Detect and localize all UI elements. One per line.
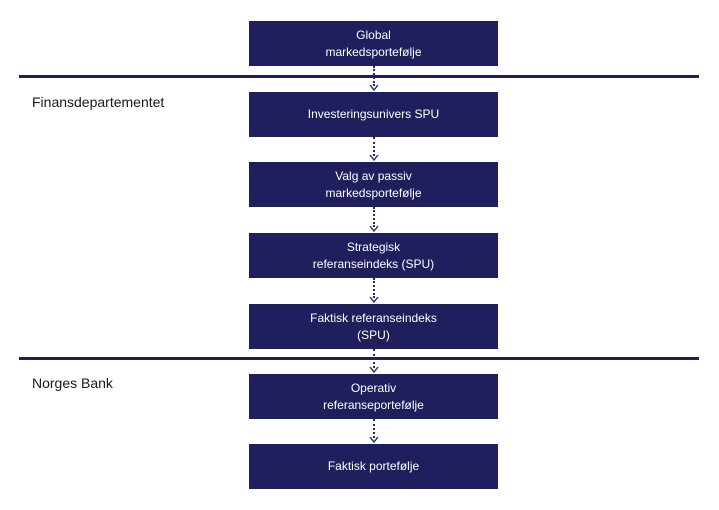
- arrowhead-6: [369, 437, 379, 443]
- box-line: markedsportefølje: [325, 44, 422, 59]
- box-line: Valg av passiv: [335, 168, 412, 183]
- connector-5: [373, 349, 375, 368]
- arrowhead-2: [369, 155, 379, 161]
- section-label-norges-bank: Norges Bank: [32, 375, 113, 391]
- box-valg-av-passiv: Valg av passiv markedsportefølje: [249, 162, 498, 207]
- connector-4: [373, 278, 375, 298]
- connector-3: [373, 207, 375, 227]
- box-line: markedsportefølje: [325, 185, 422, 200]
- box-line: referanseportefølje: [323, 397, 424, 412]
- connector-2: [373, 137, 375, 156]
- connector-6: [373, 419, 375, 438]
- divider-top: [19, 75, 699, 78]
- box-global-markedsportefolje: Global markedsportefølje: [249, 21, 498, 66]
- section-label-finansdepartementet: Finansdepartementet: [32, 94, 165, 110]
- box-line: Global: [356, 27, 391, 42]
- arrowhead-4: [369, 297, 379, 303]
- connector-1: [373, 66, 375, 86]
- box-line: Faktisk referanseindeks: [310, 310, 437, 325]
- arrowhead-5: [369, 367, 379, 373]
- box-line: (SPU): [357, 327, 390, 342]
- arrowhead-1: [369, 85, 379, 91]
- box-faktisk-referanseindeks: Faktisk referanseindeks (SPU): [249, 304, 498, 349]
- box-line: referanseindeks (SPU): [312, 256, 435, 271]
- box-line: Investeringsunivers SPU: [307, 107, 440, 121]
- box-faktisk-portefolje: Faktisk portefølje: [249, 444, 498, 489]
- box-investeringsunivers-spu: Investeringsunivers SPU: [249, 92, 498, 137]
- box-strategisk-referanseindeks: Strategisk referanseindeks (SPU): [249, 233, 498, 278]
- box-line: Faktisk portefølje: [327, 459, 420, 473]
- box-line: Operativ: [350, 380, 397, 395]
- box-operativ-referanseportefolje: Operativ referanseportefølje: [249, 374, 498, 419]
- divider-middle: [19, 357, 699, 360]
- box-line: Strategisk: [346, 239, 401, 254]
- arrowhead-3: [369, 226, 379, 232]
